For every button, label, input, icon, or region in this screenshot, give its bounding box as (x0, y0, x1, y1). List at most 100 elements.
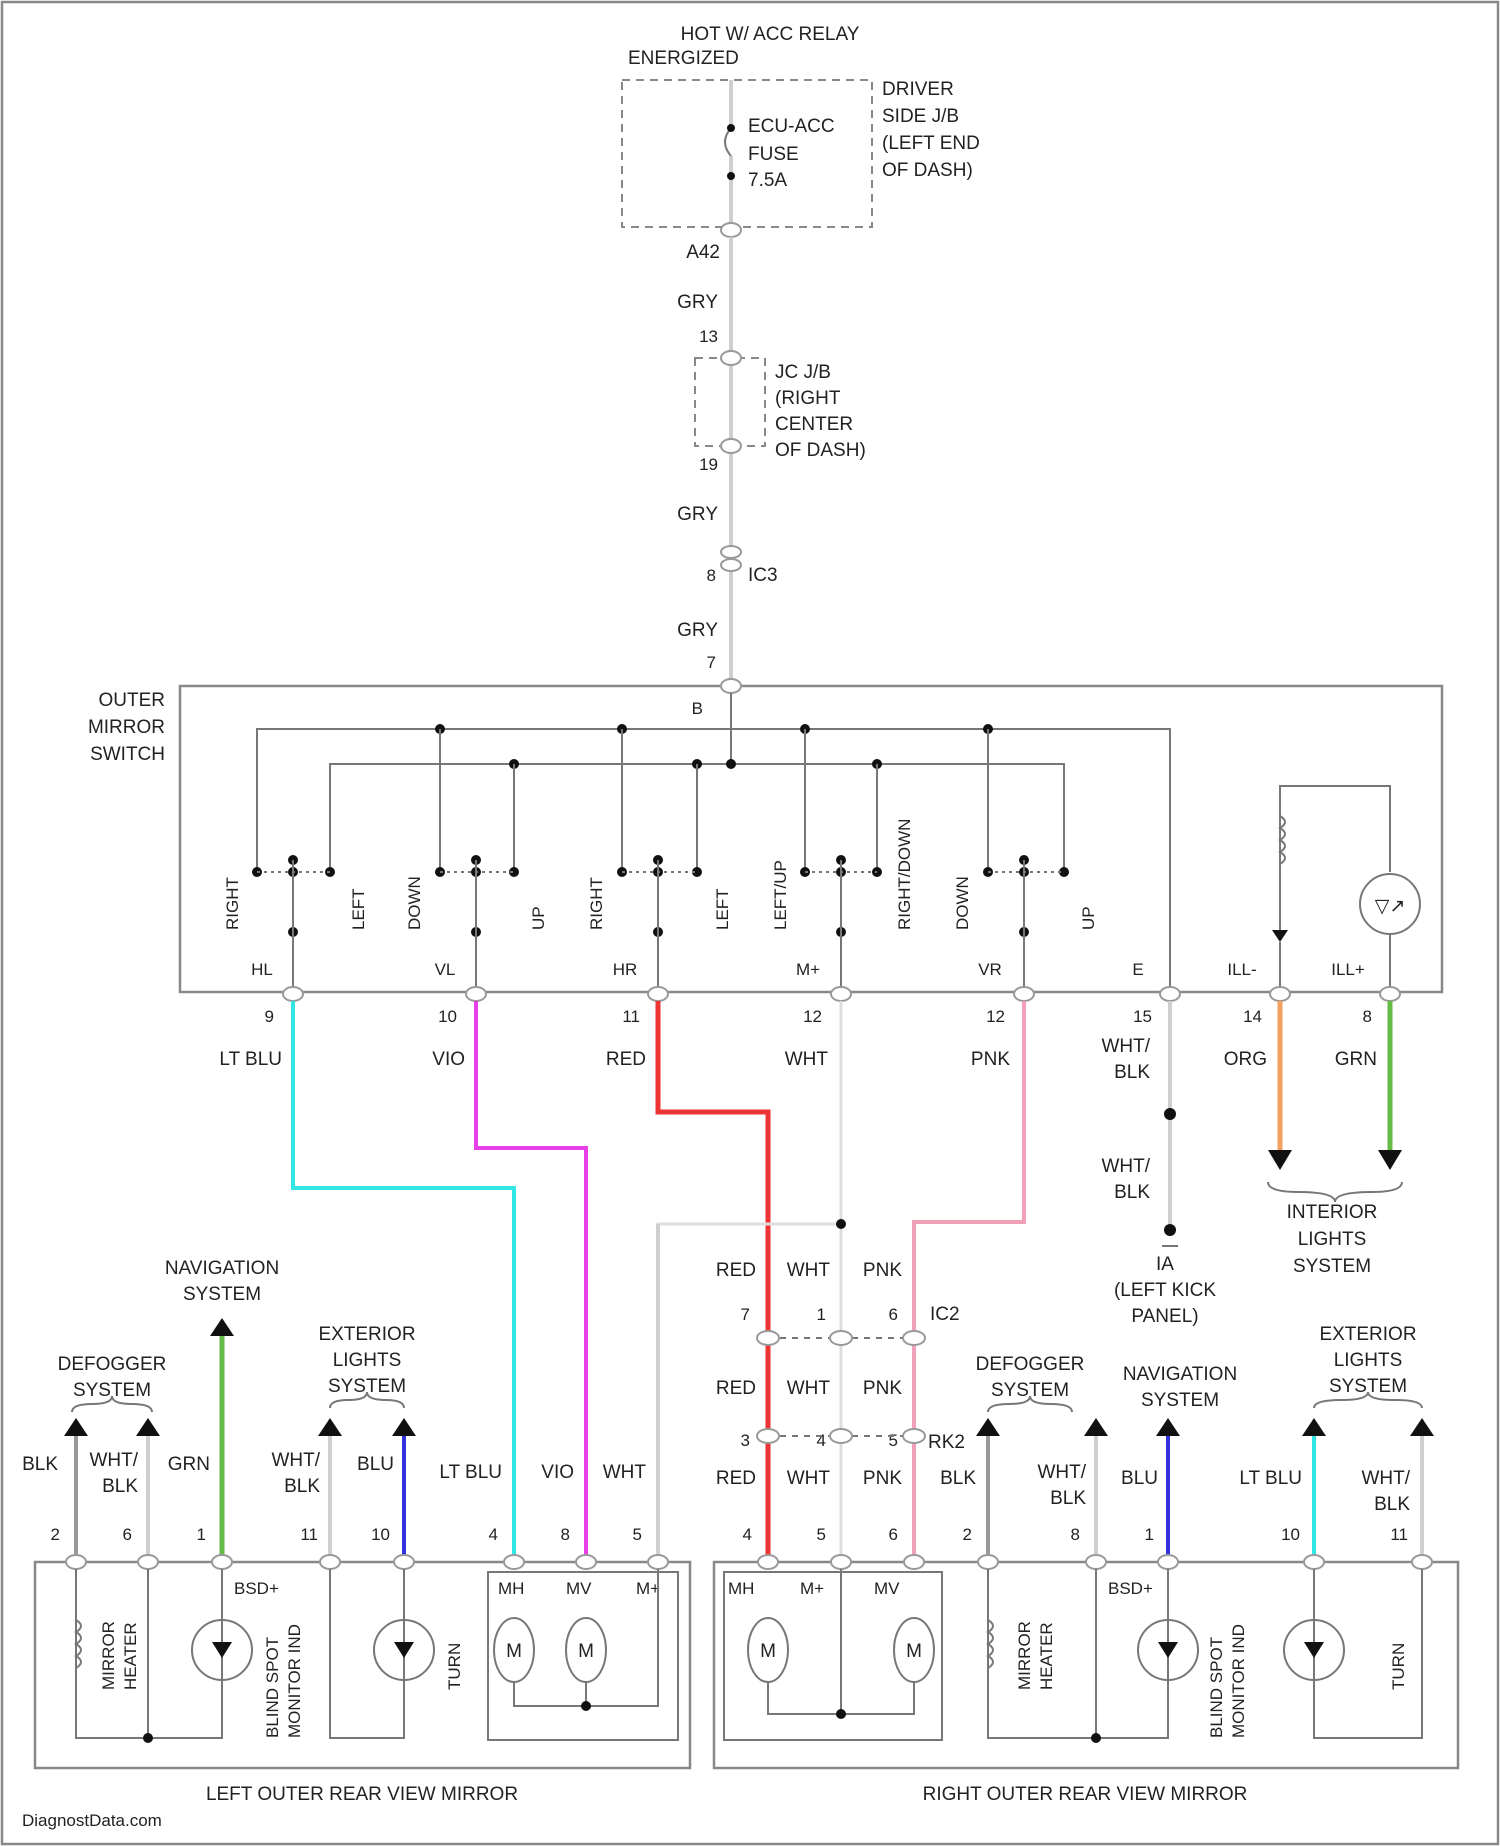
pin-a42: A42 (686, 242, 720, 263)
wire-lt-blu-label: LT BLU (219, 1049, 282, 1070)
left-nav-label-2: SYSTEM (183, 1284, 261, 1305)
right-pin-8: 8 (1071, 1525, 1080, 1544)
left-motor-v: M (578, 1641, 594, 1662)
footer-watermark: DiagnostData.com (22, 1811, 162, 1830)
rk2-pin-4: 4 (817, 1431, 826, 1450)
left-term-mh: MH (498, 1579, 524, 1598)
brace-icon (1268, 1182, 1402, 1202)
switch-box (180, 686, 1442, 992)
ground-location-1: (LEFT KICK (1114, 1280, 1216, 1301)
left-defogger-label-1: DEFOGGER (58, 1354, 167, 1375)
pin-b: B (692, 699, 703, 718)
term-vr: VR (978, 960, 1002, 979)
left-wire-grn: GRN (168, 1454, 210, 1475)
jb-label-1: DRIVER (882, 79, 954, 100)
pos-up-1: UP (529, 906, 548, 930)
left-turn-label: TURN (445, 1643, 464, 1690)
arrow-up-icon (976, 1418, 1000, 1436)
pos-right-2: RIGHT (587, 877, 606, 930)
right-pin-5: 5 (817, 1525, 826, 1544)
right-pin-10: 10 (1281, 1525, 1300, 1544)
right-wire-blk: BLK (940, 1468, 976, 1489)
power-feed: HOT W/ ACC RELAY ENERGIZED DRIVER SIDE J… (622, 24, 980, 686)
rk2-wht: WHT (787, 1378, 831, 1399)
wire-vio-label: VIO (432, 1049, 465, 1070)
right-wire-lt-blu: LT BLU (1239, 1468, 1302, 1489)
wire-grn-label: GRN (1335, 1049, 1377, 1070)
outer-mirror-switch: B OUTER MIRROR SWITCH (88, 679, 1442, 1026)
jb-label-3: (LEFT END (882, 133, 980, 154)
term-ill-plus: ILL+ (1331, 960, 1365, 979)
right-heater-label-1: MIRROR (1015, 1621, 1034, 1690)
switch-title-1: OUTER (99, 690, 166, 711)
ic2-wht: WHT (787, 1260, 831, 1281)
pin-13: 13 (699, 327, 718, 346)
rk2-red: RED (716, 1378, 756, 1399)
illumination-led-symbol: ▽↗ (1375, 896, 1406, 917)
arrow-up-icon (1156, 1418, 1180, 1436)
arrow-down-icon (1272, 930, 1288, 942)
right-nav-label-1: NAVIGATION (1123, 1364, 1237, 1385)
left-wire-blk: BLK (22, 1454, 58, 1475)
pin-15: 15 (1133, 1007, 1152, 1026)
left-heater-label-1: MIRROR (99, 1621, 118, 1690)
left-pin-11: 11 (300, 1525, 318, 1544)
pin-10: 10 (438, 1007, 457, 1026)
left-wire-blk-3: BLK (284, 1476, 320, 1497)
left-term-mplus: M+ (636, 1579, 660, 1598)
wire-red-label: RED (606, 1049, 646, 1070)
jc-label-2: (RIGHT (775, 388, 841, 409)
left-pin-4: 4 (489, 1525, 498, 1544)
arrow-up-icon (1084, 1418, 1108, 1436)
wire-org-label: ORG (1224, 1049, 1267, 1070)
pin-11: 11 (622, 1007, 640, 1026)
right-motor-v: M (906, 1641, 922, 1662)
arrow-up-icon (136, 1418, 160, 1436)
left-heater-label-2: HEATER (121, 1622, 140, 1690)
term-e: E (1132, 960, 1143, 979)
ground-location-2: PANEL) (1131, 1306, 1198, 1327)
left-bsm-label-1: BLIND SPOT (263, 1637, 282, 1738)
pos-up-2: UP (1079, 906, 1098, 930)
right-bsd-plus: BSD+ (1108, 1579, 1153, 1598)
switch-title-2: MIRROR (88, 717, 165, 738)
pos-left-1: LEFT (349, 888, 368, 930)
left-pin-1: 1 (197, 1525, 206, 1544)
left-wire-wht-2: WHT/ (271, 1450, 320, 1471)
rk2-pnk: PNK (863, 1378, 902, 1399)
interior-lights-label-3: SYSTEM (1293, 1256, 1371, 1277)
ic2-pnk: PNK (863, 1260, 902, 1281)
right-bsm-label-2: MONITOR IND (1229, 1624, 1248, 1738)
right-defogger-label-1: DEFOGGER (976, 1354, 1085, 1375)
arrow-up-icon (1410, 1418, 1434, 1436)
left-bsm-label-2: MONITOR IND (285, 1624, 304, 1738)
pin-8-top: 8 (707, 566, 716, 585)
pin-8-ill: 8 (1363, 1007, 1372, 1026)
wire-pnk-label: PNK (971, 1049, 1010, 1070)
left-wire-wht: WHT (603, 1462, 647, 1483)
right-wire-blu: BLU (1121, 1468, 1158, 1489)
left-pin-6: 6 (123, 1525, 132, 1544)
term-hr: HR (613, 960, 638, 979)
ic2-red: RED (716, 1260, 756, 1281)
jb-label-4: OF DASH) (882, 160, 973, 181)
right-term-mh: MH (728, 1579, 754, 1598)
arrow-up-icon (392, 1418, 416, 1436)
switch-connectors (283, 987, 1400, 1001)
right-wire-wht-2: WHT/ (1361, 1468, 1410, 1489)
jc-label-1: JC J/B (775, 362, 831, 383)
right-wire-wht-1: WHT/ (1037, 1462, 1086, 1483)
right-pin-6: 6 (889, 1525, 898, 1544)
interior-lights-label-2: LIGHTS (1298, 1229, 1367, 1250)
ic2-connector-name: IC2 (930, 1304, 960, 1325)
term-hl: HL (251, 960, 273, 979)
left-wire-wht-1: WHT/ (89, 1450, 138, 1471)
right-wire-blk-3: BLK (1374, 1494, 1410, 1515)
left-pin-8: 8 (561, 1525, 570, 1544)
right-pin-2: 2 (963, 1525, 972, 1544)
fuse-icon (725, 128, 731, 156)
left-outer-mirror: NAVIGATION SYSTEM DEFOGGER SYSTEM EXTERI… (22, 1224, 690, 1805)
fuse-name: ECU-ACC (748, 116, 835, 137)
pos-right-down: RIGHT/DOWN (895, 819, 914, 930)
